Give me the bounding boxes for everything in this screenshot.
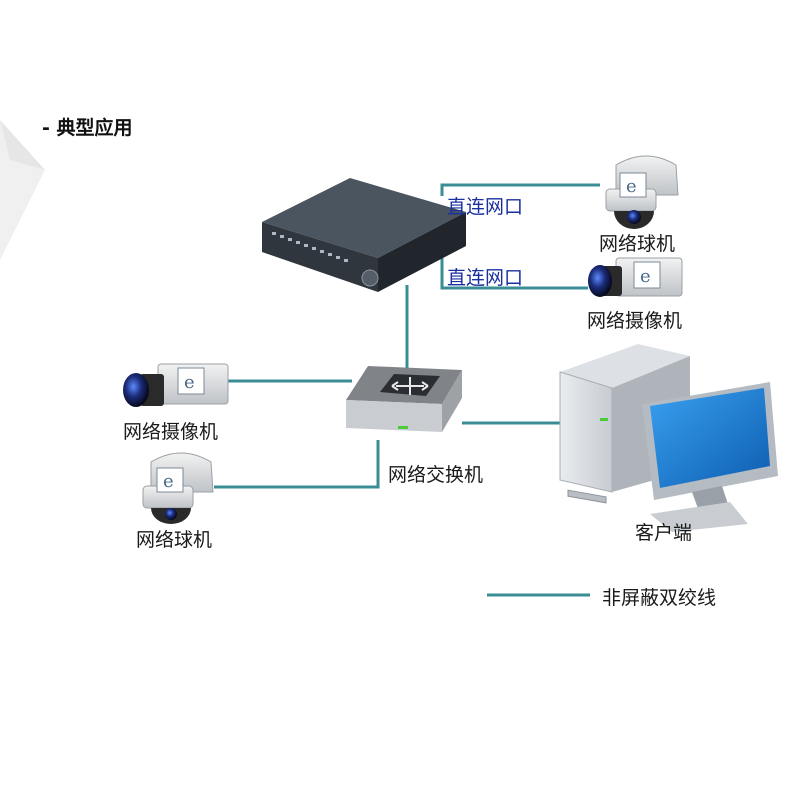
svg-text:e: e xyxy=(626,176,637,197)
switch-label: 网络交换机 xyxy=(388,464,484,486)
network-switch-icon xyxy=(346,366,462,432)
link-label-direct-port: 直连网口 xyxy=(447,196,524,218)
svg-text:e: e xyxy=(640,266,651,287)
cable-nvr-dome xyxy=(440,183,600,196)
dome-camera-icon: e xyxy=(142,452,214,524)
box-camera-left-label: 网络摄像机 xyxy=(123,421,219,443)
box-camera-icon: e xyxy=(588,257,683,297)
cable-dome-switch xyxy=(214,440,380,489)
svg-text:e: e xyxy=(184,372,195,393)
cables xyxy=(214,183,600,597)
dome-camera-left-label: 网络球机 xyxy=(136,529,213,551)
link-label-direct-port: 直连网口 xyxy=(447,267,524,289)
client-label: 客户端 xyxy=(635,522,693,544)
background-watermark xyxy=(0,120,45,260)
legend-label: 非屏蔽双绞线 xyxy=(602,587,717,609)
dome-camera-icon: e xyxy=(605,155,679,229)
box-camera-icon: e xyxy=(123,363,229,407)
svg-text:e: e xyxy=(163,471,174,492)
nvr-icon xyxy=(262,178,466,292)
section-heading: - 典型应用 xyxy=(42,117,133,139)
pc-client-icon xyxy=(559,344,778,532)
dome-camera-right-label: 网络球机 xyxy=(599,233,676,255)
box-camera-right-label: 网络摄像机 xyxy=(587,310,683,332)
cable-nvr-boxcam xyxy=(440,258,588,290)
